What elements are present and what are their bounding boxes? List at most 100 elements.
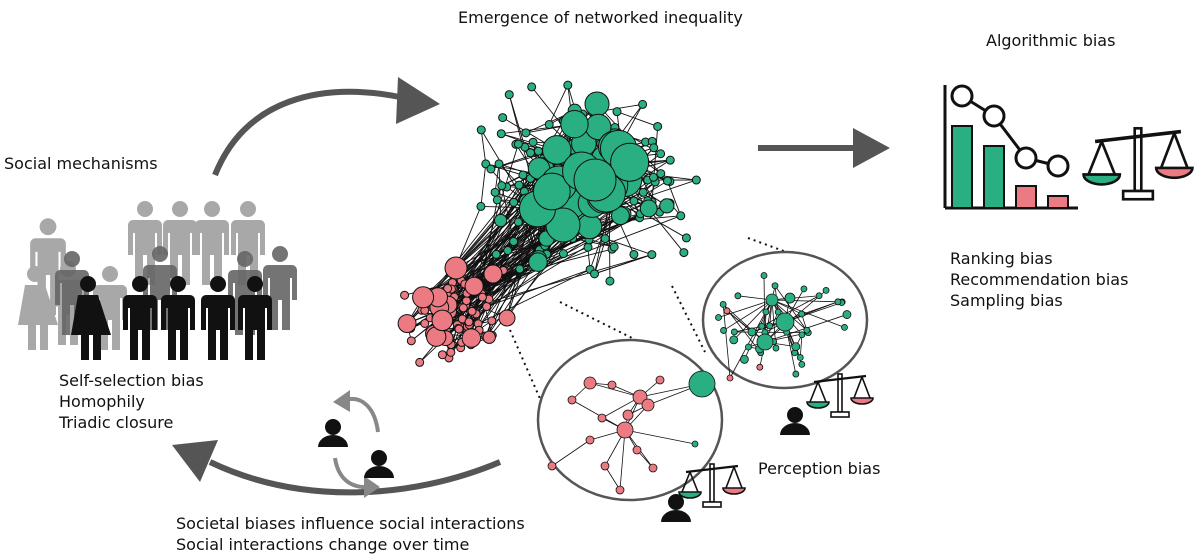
- network-edge: [477, 269, 591, 325]
- network-node: [547, 461, 557, 471]
- network-node: [437, 350, 447, 360]
- network-node: [527, 82, 537, 92]
- network-edge: [624, 429, 696, 445]
- network-edge: [548, 84, 569, 125]
- network-node: [740, 354, 749, 364]
- network-edge: [799, 334, 803, 358]
- algorithmic-item: Sampling bias: [950, 291, 1063, 310]
- network-node: [756, 333, 774, 351]
- network-node: [715, 314, 722, 321]
- algorithmic-item: Ranking bias: [950, 249, 1053, 268]
- scale-icon: [1082, 126, 1194, 201]
- network-node: [415, 357, 425, 367]
- person-icon: [780, 407, 810, 435]
- network-node: [597, 413, 607, 423]
- network-node: [583, 376, 597, 390]
- network-node: [542, 135, 572, 165]
- network-node: [791, 342, 801, 352]
- people-crowd-icon: [18, 201, 297, 360]
- network-node: [483, 264, 503, 284]
- zoom-lines: [509, 237, 823, 411]
- network-node: [563, 80, 573, 90]
- network-node: [503, 246, 513, 256]
- network-node: [719, 300, 727, 308]
- network-node: [747, 327, 757, 337]
- network-node: [567, 395, 577, 405]
- network-node: [609, 242, 619, 252]
- network-node: [600, 461, 610, 471]
- network-node: [615, 485, 625, 495]
- network-node: [490, 187, 500, 197]
- network-node: [756, 363, 764, 371]
- network-node: [518, 170, 528, 180]
- network-node: [815, 292, 823, 300]
- network-node: [723, 307, 731, 315]
- network-node: [762, 308, 770, 316]
- network-edge: [722, 304, 731, 379]
- network-node: [653, 121, 663, 131]
- network-node: [584, 91, 610, 117]
- network-node: [464, 276, 484, 296]
- network-node: [611, 206, 630, 226]
- ranking-chart-icon: [943, 84, 1078, 210]
- mechanisms-to-network-arrow: [212, 77, 440, 177]
- network-node: [486, 164, 496, 174]
- network-node: [612, 107, 622, 117]
- person-icon: [318, 419, 348, 447]
- network-node: [656, 149, 666, 159]
- network-node: [533, 146, 543, 156]
- feedback-line: Societal biases influence social interac…: [176, 514, 525, 533]
- network-node: [796, 354, 804, 361]
- network-node: [528, 137, 538, 147]
- network-edge: [551, 439, 591, 467]
- network-edge: [764, 290, 827, 343]
- network-node: [691, 175, 701, 185]
- network-node: [841, 323, 848, 331]
- person-icon: [364, 450, 394, 478]
- network-node: [647, 250, 657, 260]
- network-node: [629, 249, 639, 259]
- network-node: [798, 310, 806, 318]
- zoom-circle-majority: [701, 250, 869, 390]
- network-node: [730, 328, 738, 336]
- network-node: [600, 234, 610, 244]
- network-node: [765, 293, 779, 307]
- network-node: [461, 328, 482, 348]
- algorithmic-bias-heading: Algorithmic bias: [986, 31, 1116, 50]
- network-node: [528, 252, 548, 272]
- network-node: [476, 125, 486, 135]
- network-node: [772, 344, 780, 352]
- network-node: [476, 201, 486, 211]
- network-edge: [667, 180, 682, 216]
- network-node: [431, 309, 454, 332]
- network-node: [792, 370, 800, 378]
- network-node: [679, 248, 689, 258]
- network-node: [560, 109, 589, 139]
- network-node: [784, 292, 796, 304]
- network-node: [605, 276, 615, 286]
- zoom-circle-minority: [536, 338, 724, 502]
- network-node: [509, 197, 519, 207]
- network-node: [498, 113, 508, 123]
- network-edge: [480, 163, 487, 207]
- network-node: [616, 421, 634, 439]
- network-node: [638, 99, 648, 109]
- network-node: [610, 142, 650, 182]
- network-edge: [589, 382, 641, 398]
- network-node: [629, 196, 639, 206]
- network-edge: [718, 299, 773, 318]
- network-node: [691, 440, 699, 448]
- network-node: [477, 292, 487, 302]
- mechanism-item: Self-selection bias: [59, 371, 204, 390]
- feedback-caption: Societal biases influence social interac…: [176, 513, 525, 555]
- network-node: [655, 375, 665, 385]
- network-node: [464, 317, 474, 327]
- feedback-arrow: [172, 440, 502, 496]
- network-node: [412, 286, 435, 309]
- network-node: [766, 322, 774, 330]
- network-node: [729, 335, 739, 345]
- network-edge: [604, 465, 621, 491]
- network-node: [444, 256, 468, 280]
- network-node: [487, 316, 497, 326]
